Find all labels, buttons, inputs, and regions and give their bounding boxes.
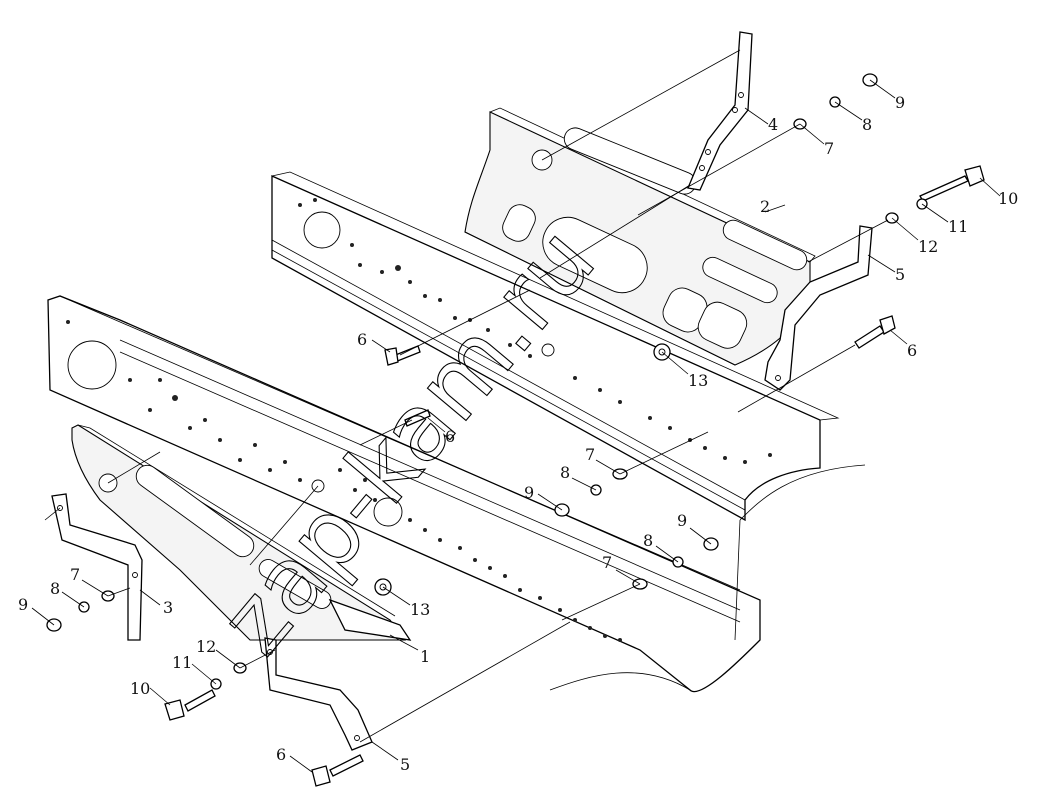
part-1-front-plate [71, 424, 412, 641]
callout-6-upper-left: 6 [357, 330, 367, 349]
callout-8-upper-right: 8 [862, 115, 872, 134]
callout-10-upper: 10 [998, 189, 1018, 208]
assembly-lines [31, 49, 1001, 773]
rear-frame-rail [271, 171, 840, 522]
callout-12-upper: 12 [918, 237, 938, 256]
part-4-bracket [687, 31, 753, 191]
callout-labels: 1 2 3 4 5 5 6 6 6 6 7 7 7 7 8 8 8 8 9 9 … [18, 93, 1018, 774]
callout-13-lower: 13 [410, 600, 430, 619]
front-frame-rail [47, 295, 866, 693]
part-2-rear-plate [464, 107, 816, 366]
callout-9-lower-middle: 9 [677, 511, 687, 530]
callout-10-lower: 10 [130, 679, 150, 698]
callout-8-lower-middle: 8 [643, 531, 653, 550]
callout-7-left: 7 [70, 565, 80, 584]
part-3-bracket-left [51, 493, 143, 641]
callout-12-lower: 12 [196, 637, 216, 656]
callout-13-upper: 13 [688, 371, 708, 390]
callout-7-upper-right: 7 [824, 139, 834, 158]
callout-3: 3 [163, 598, 173, 617]
callout-9-left: 9 [18, 595, 28, 614]
callout-5-right: 5 [895, 265, 905, 284]
callout-11-upper: 11 [948, 217, 968, 236]
callout-9-middle: 9 [524, 483, 534, 502]
callout-5-bottom: 5 [400, 755, 410, 774]
callout-6-middle: 6 [445, 427, 455, 446]
callout-8-left: 8 [50, 579, 60, 598]
callout-7-middle: 7 [585, 445, 595, 464]
callout-11-lower: 11 [172, 653, 192, 672]
callout-8-middle: 8 [560, 463, 570, 482]
callout-1: 1 [420, 647, 430, 666]
callout-9-upper-right: 9 [895, 93, 905, 112]
callout-6-bottom: 6 [276, 745, 286, 764]
callout-4: 4 [768, 115, 778, 134]
callout-6-right: 6 [907, 341, 917, 360]
part-5-bracket-right [764, 225, 873, 391]
callout-7-lower-middle: 7 [602, 553, 612, 572]
callout-2: 2 [760, 197, 770, 216]
